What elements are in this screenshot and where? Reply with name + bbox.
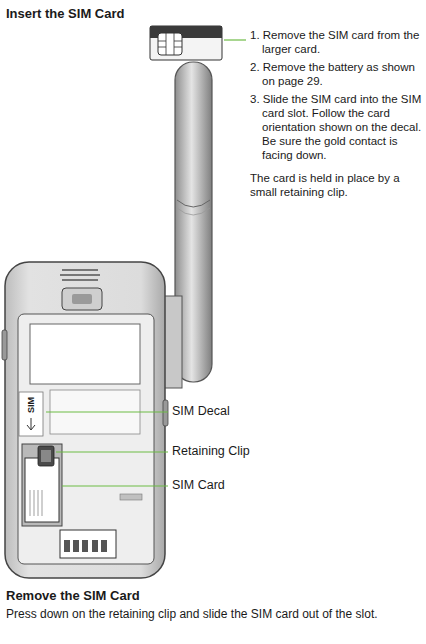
sim-card-picture: [150, 26, 222, 60]
phone-body: [5, 262, 165, 578]
decal-arrow: [27, 418, 35, 430]
step-text: 2. Remove the battery as shown on page 2…: [250, 60, 422, 88]
sim-card-in-slot: [25, 458, 59, 522]
retaining-clip: [38, 446, 54, 466]
decal-text: SIM: [24, 395, 38, 415]
step-text: 3. Slide the SIM card into the SIM card …: [250, 92, 422, 162]
sim-decal: [19, 392, 43, 436]
instruction-text: Press down on the retaining clip and sli…: [6, 607, 422, 622]
callout-label: SIM Decal: [172, 404, 232, 419]
battery-connector: [60, 530, 116, 558]
sim-slot: [22, 444, 62, 526]
leader-line: [224, 39, 246, 40]
step-text: 1. Remove the SIM card from the larger c…: [250, 28, 422, 56]
note-text: The card is held in place by a small ret…: [250, 171, 422, 199]
callout-label: Retaining Clip: [172, 444, 252, 459]
leader-lines: [46, 412, 168, 486]
section-heading: Insert the SIM Card: [6, 6, 124, 22]
battery-compartment: [18, 314, 154, 564]
callout-label: SIM Card: [172, 478, 227, 493]
battery-latch: [62, 288, 102, 310]
section-heading: Remove the SIM Card: [6, 588, 140, 604]
speaker-grille: [60, 270, 100, 280]
